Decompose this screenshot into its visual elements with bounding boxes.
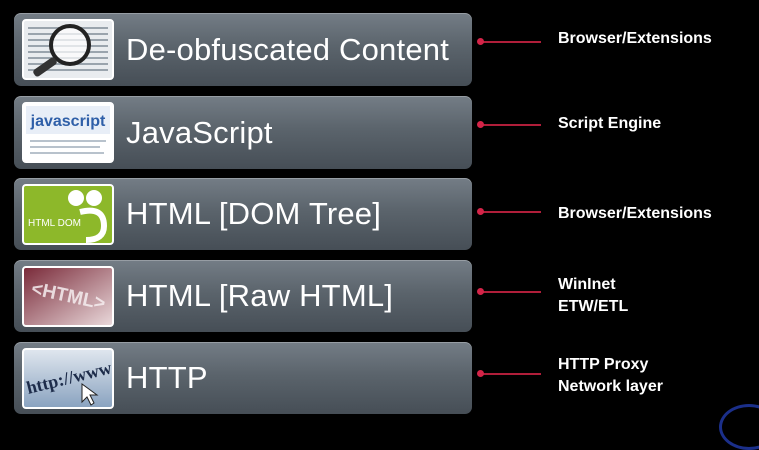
layer-box-html-dom-tree: HTML DOM HTML [DOM Tree] bbox=[14, 178, 472, 250]
layer-box-deobfuscated-content: De-obfuscated Content bbox=[14, 13, 472, 86]
layer-box-html-raw: <HTML> HTML [Raw HTML] bbox=[14, 260, 472, 332]
corner-decoration bbox=[719, 404, 759, 450]
connector-dot bbox=[477, 288, 484, 295]
layer-box-http: http://www HTTP bbox=[14, 342, 472, 414]
html-dom-icon-text: HTML DOM bbox=[28, 218, 81, 229]
connector-dot bbox=[477, 370, 484, 377]
annotation-line: HTTP Proxy bbox=[558, 356, 649, 373]
connector-dot bbox=[477, 208, 484, 215]
layer-label: HTML [Raw HTML] bbox=[126, 278, 394, 313]
annotation-browser-extensions-dom: Browser/Extensions bbox=[558, 203, 712, 225]
annotation-line: WinInet bbox=[558, 276, 616, 293]
layer-label: De-obfuscated Content bbox=[126, 31, 450, 67]
annotation-line: ETW/ETL bbox=[558, 298, 629, 315]
annotation-line: Browser/Extensions bbox=[558, 205, 712, 222]
annotation-wininet-etw: WinInet ETW/ETL bbox=[558, 274, 628, 318]
annotation-http-proxy-network: HTTP Proxy Network layer bbox=[558, 354, 663, 398]
annotation-line: Browser/Extensions bbox=[558, 30, 712, 47]
annotation-browser-extensions: Browser/Extensions bbox=[558, 28, 712, 50]
connector-line bbox=[479, 211, 541, 213]
layer-label: JavaScript bbox=[126, 114, 273, 150]
html-tag-icon: <HTML> bbox=[22, 266, 114, 327]
http-address-icon: http://www bbox=[22, 348, 114, 409]
layer-box-javascript: javascript JavaScript bbox=[14, 96, 472, 169]
annotation-script-engine: Script Engine bbox=[558, 113, 661, 135]
connector-line bbox=[479, 124, 541, 126]
annotation-line: Script Engine bbox=[558, 115, 662, 132]
layer-label: HTTP bbox=[126, 360, 208, 395]
javascript-icon-text: javascript bbox=[30, 113, 106, 130]
annotation-line: Network layer bbox=[558, 378, 663, 395]
connector-dot bbox=[477, 121, 484, 128]
html-dom-icon: HTML DOM bbox=[22, 184, 114, 245]
connector-dot bbox=[477, 38, 484, 45]
connector-line bbox=[479, 373, 541, 375]
connector-line bbox=[479, 291, 541, 293]
javascript-logo-icon: javascript bbox=[22, 102, 114, 163]
magnifier-icon bbox=[22, 19, 114, 80]
layer-label: HTML [DOM Tree] bbox=[126, 196, 382, 231]
connector-line bbox=[479, 41, 541, 43]
